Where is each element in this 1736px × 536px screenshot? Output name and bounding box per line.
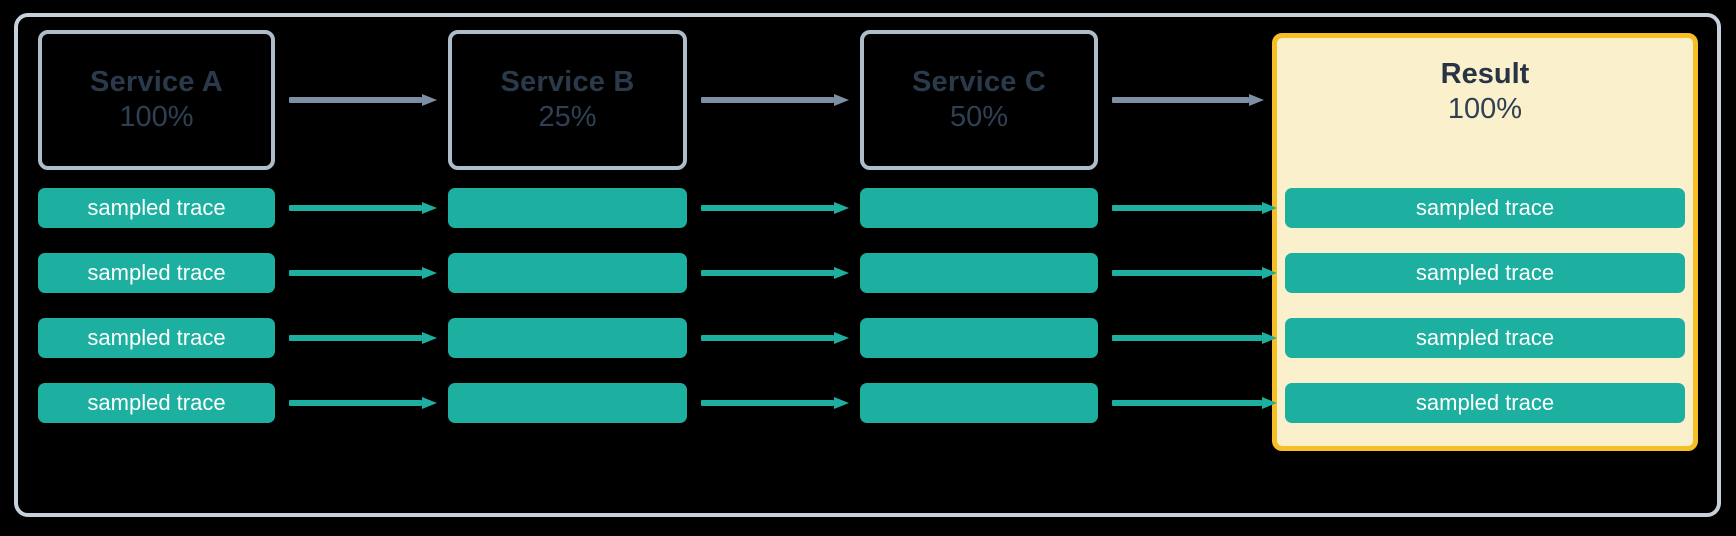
arrow-head [422, 332, 437, 344]
trace-bar-c-3[interactable] [860, 318, 1098, 358]
service-box-a[interactable]: Service A 100% [38, 30, 275, 170]
trace-bar-result-1[interactable]: sampled trace [1285, 188, 1685, 228]
trace-label: sampled trace [1415, 325, 1555, 350]
trace-bar-b-1[interactable] [448, 188, 687, 228]
arrow-shaft [701, 205, 834, 211]
arrow-trace-a-to-b-1 [289, 202, 437, 214]
arrow-head [1262, 397, 1277, 409]
arrow-service-a-to-b [289, 94, 437, 106]
service-box-b[interactable]: Service B 25% [448, 30, 687, 170]
result-percent: 100% [1447, 93, 1523, 125]
result-title: Result [1440, 58, 1530, 90]
service-a-percent: 100% [119, 101, 194, 133]
arrow-shaft [701, 97, 834, 103]
arrow-trace-b-to-c-2 [701, 267, 849, 279]
arrow-head [834, 202, 849, 214]
trace-bar-b-3[interactable] [448, 318, 687, 358]
arrow-trace-c-to-result-4 [1112, 397, 1277, 409]
trace-bar-a-2[interactable]: sampled trace [38, 253, 275, 293]
arrow-trace-b-to-c-4 [701, 397, 849, 409]
arrow-shaft [289, 335, 422, 341]
arrow-head [834, 267, 849, 279]
trace-bar-a-4[interactable]: sampled trace [38, 383, 275, 423]
arrow-shaft [289, 400, 422, 406]
result-panel: Result 100% [1272, 33, 1698, 451]
result-header: Result 100% [1277, 60, 1693, 124]
trace-bar-a-1[interactable]: sampled trace [38, 188, 275, 228]
arrow-head [834, 397, 849, 409]
trace-bar-c-2[interactable] [860, 253, 1098, 293]
arrow-head [1262, 202, 1277, 214]
trace-bar-c-1[interactable] [860, 188, 1098, 228]
arrow-trace-b-to-c-3 [701, 332, 849, 344]
trace-label: sampled trace [87, 260, 226, 285]
arrow-shaft [1112, 400, 1262, 406]
arrow-shaft [1112, 335, 1262, 341]
arrow-shaft [701, 335, 834, 341]
arrow-head [1249, 94, 1264, 106]
arrow-service-c-to-result [1112, 94, 1264, 106]
trace-bar-result-2[interactable]: sampled trace [1285, 253, 1685, 293]
arrow-shaft [1112, 205, 1262, 211]
trace-bar-b-2[interactable] [448, 253, 687, 293]
arrow-head [1262, 267, 1277, 279]
trace-label: sampled trace [87, 390, 226, 415]
arrow-shaft [289, 97, 422, 103]
arrow-trace-a-to-b-3 [289, 332, 437, 344]
trace-label: sampled trace [1415, 260, 1555, 285]
arrow-service-b-to-c [701, 94, 849, 106]
arrow-shaft [701, 270, 834, 276]
arrow-trace-c-to-result-1 [1112, 202, 1277, 214]
arrow-head [422, 94, 437, 106]
service-c-title: Service C [912, 66, 1046, 98]
arrow-trace-a-to-b-4 [289, 397, 437, 409]
arrow-head [834, 332, 849, 344]
service-b-title: Service B [500, 66, 635, 98]
trace-label: sampled trace [87, 325, 226, 350]
arrow-shaft [1112, 97, 1249, 103]
arrow-shaft [1112, 270, 1262, 276]
service-b-percent: 25% [538, 101, 597, 133]
diagram-outer-frame [14, 13, 1721, 517]
arrow-head [1262, 332, 1277, 344]
arrow-shaft [289, 205, 422, 211]
arrow-head [422, 397, 437, 409]
trace-bar-b-4[interactable] [448, 383, 687, 423]
service-box-c[interactable]: Service C 50% [860, 30, 1098, 170]
trace-bar-a-3[interactable]: sampled trace [38, 318, 275, 358]
arrow-head [834, 94, 849, 106]
trace-bar-result-3[interactable]: sampled trace [1285, 318, 1685, 358]
trace-label: sampled trace [87, 195, 226, 220]
trace-label: sampled trace [1415, 195, 1555, 220]
arrow-head [422, 202, 437, 214]
arrow-trace-c-to-result-3 [1112, 332, 1277, 344]
arrow-head [422, 267, 437, 279]
trace-bar-c-4[interactable] [860, 383, 1098, 423]
service-a-title: Service A [90, 66, 223, 98]
arrow-trace-b-to-c-1 [701, 202, 849, 214]
arrow-trace-c-to-result-2 [1112, 267, 1277, 279]
arrow-shaft [289, 270, 422, 276]
service-c-percent: 50% [949, 101, 1009, 133]
arrow-trace-a-to-b-2 [289, 267, 437, 279]
trace-bar-result-4[interactable]: sampled trace [1285, 383, 1685, 423]
trace-label: sampled trace [1415, 390, 1555, 415]
arrow-shaft [701, 400, 834, 406]
